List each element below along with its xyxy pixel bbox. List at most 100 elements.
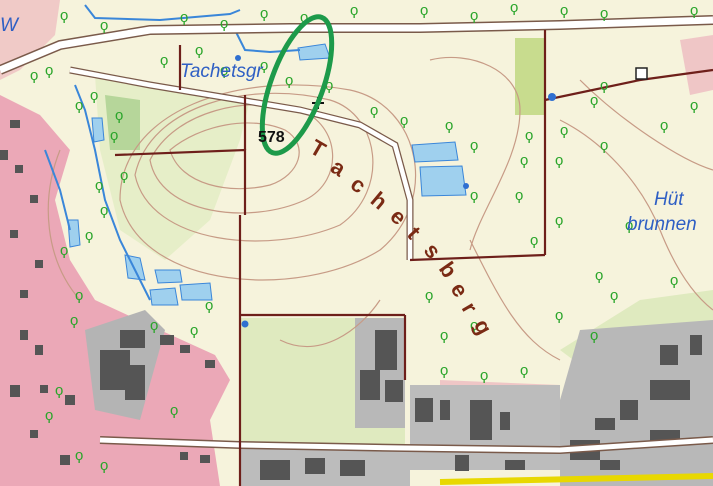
deciduous-tree-icon: ϙ — [520, 152, 528, 169]
deciduous-tree-icon: ϙ — [260, 5, 268, 22]
contour-line — [149, 103, 334, 214]
building — [20, 330, 28, 340]
deciduous-tree-icon: ϙ — [400, 112, 408, 129]
building — [415, 398, 433, 422]
deciduous-tree-icon: ϙ — [440, 362, 448, 379]
deciduous-tree-icon: ϙ — [560, 122, 568, 139]
building — [180, 345, 190, 353]
building — [15, 165, 23, 173]
deciduous-tree-icon: ϙ — [100, 457, 108, 474]
deciduous-tree-icon: ϙ — [425, 287, 433, 304]
deciduous-tree-icon: ϙ — [590, 92, 598, 109]
building — [385, 380, 403, 402]
contour-line — [579, 79, 713, 171]
tower-square-icon — [635, 67, 648, 80]
building — [40, 385, 48, 393]
building — [650, 380, 690, 400]
deciduous-tree-icon: ϙ — [75, 447, 83, 464]
deciduous-tree-icon: ϙ — [670, 272, 678, 289]
building — [205, 360, 215, 368]
deciduous-tree-icon: ϙ — [170, 402, 178, 419]
deciduous-tree-icon: ϙ — [600, 77, 608, 94]
building — [120, 330, 145, 348]
building — [260, 460, 290, 480]
building — [60, 455, 70, 465]
building — [35, 260, 43, 268]
deciduous-tree-icon: ϙ — [370, 102, 378, 119]
building — [305, 458, 325, 474]
contour-line — [469, 239, 561, 361]
deciduous-tree-icon: ϙ — [625, 217, 633, 234]
deciduous-tree-icon: ϙ — [285, 72, 293, 89]
contour-line — [169, 122, 300, 190]
deciduous-tree-icon: ϙ — [100, 202, 108, 219]
deciduous-tree-icon: ϙ — [160, 52, 168, 69]
contour-line — [559, 119, 713, 311]
contour-line — [279, 299, 381, 348]
building — [500, 412, 510, 430]
building — [360, 370, 380, 400]
deciduous-tree-icon: ϙ — [190, 322, 198, 339]
deciduous-tree-icon: ϙ — [90, 87, 98, 104]
deciduous-tree-icon: ϙ — [445, 117, 453, 134]
building — [35, 345, 43, 355]
deciduous-tree-icon: ϙ — [600, 5, 608, 22]
contour-line — [429, 56, 521, 251]
deciduous-tree-icon: ϙ — [260, 57, 268, 74]
building — [455, 455, 469, 471]
deciduous-tree-icon: ϙ — [520, 362, 528, 379]
contour-lines — [47, 56, 713, 361]
deciduous-tree-icon: ϙ — [690, 2, 698, 19]
building — [340, 460, 365, 476]
building — [440, 400, 450, 420]
deciduous-tree-icon: ϙ — [180, 9, 188, 26]
building — [30, 430, 38, 438]
deciduous-tree-icon: ϙ — [85, 227, 93, 244]
deciduous-tree-icon: ϙ — [110, 127, 118, 144]
deciduous-tree-icon: ϙ — [220, 15, 228, 32]
deciduous-tree-icon: ϙ — [350, 2, 358, 19]
deciduous-tree-icon: ϙ — [45, 407, 53, 424]
building — [10, 120, 20, 128]
building — [180, 452, 188, 460]
paths — [114, 30, 713, 486]
building — [10, 385, 20, 397]
deciduous-tree-icon: ϙ — [470, 317, 478, 334]
building — [200, 455, 210, 463]
deciduous-tree-icon: ϙ — [55, 382, 63, 399]
place-label-line2: brunnen — [627, 214, 697, 235]
deciduous-tree-icon: ϙ — [555, 307, 563, 324]
building — [620, 400, 638, 420]
deciduous-tree-icon: ϙ — [440, 327, 448, 344]
deciduous-tree-icon: ϙ — [660, 117, 668, 134]
contour-line — [134, 92, 374, 242]
edge-fragment-label: W — [0, 15, 18, 36]
building — [30, 195, 38, 203]
stream-label: Tachetsgr — [180, 61, 263, 82]
deciduous-tree-icon: ϙ — [470, 137, 478, 154]
building — [595, 418, 615, 430]
deciduous-tree-icon: ϙ — [600, 137, 608, 154]
deciduous-tree-icon: ϙ — [70, 312, 78, 329]
roads — [0, 15, 713, 485]
deciduous-tree-icon: ϙ — [690, 97, 698, 114]
green-ellipse-annotation[interactable] — [248, 8, 346, 161]
deciduous-tree-icon: ϙ — [595, 267, 603, 284]
deciduous-tree-icon: ϙ — [420, 2, 428, 19]
building — [160, 335, 174, 345]
deciduous-tree-icon: ϙ — [205, 297, 213, 314]
deciduous-tree-icon: ϙ — [555, 152, 563, 169]
building — [65, 395, 75, 405]
deciduous-tree-icon: ϙ — [30, 67, 38, 84]
building — [600, 460, 620, 470]
deciduous-tree-icon: ϙ — [560, 2, 568, 19]
elevation-label: 578 — [258, 129, 285, 146]
deciduous-tree-icon: ϙ — [75, 287, 83, 304]
deciduous-tree-icon: ϙ — [95, 177, 103, 194]
building — [0, 150, 8, 160]
building — [660, 345, 678, 365]
deciduous-tree-icon: ϙ — [150, 317, 158, 334]
